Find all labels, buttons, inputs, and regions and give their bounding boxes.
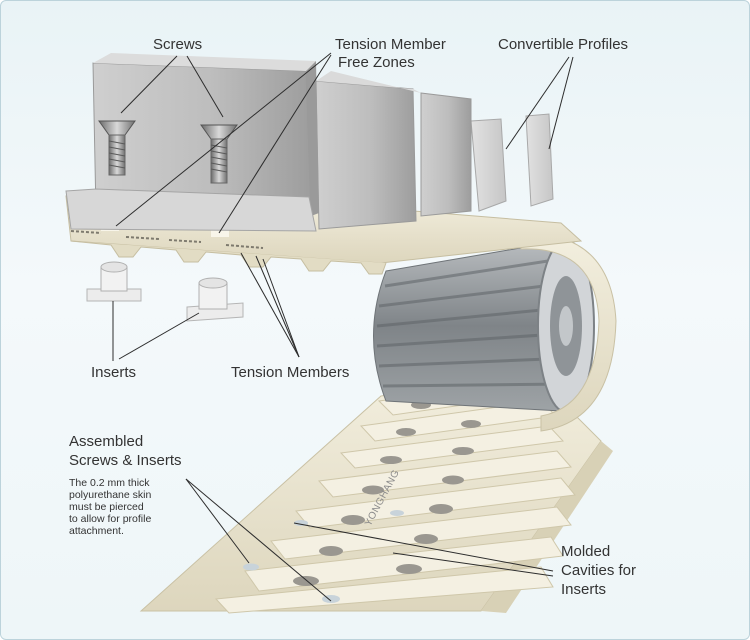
label-assembled-line1: Assembled — [69, 432, 143, 451]
note-line4: to allow for profile — [69, 513, 151, 526]
insert-left — [87, 262, 141, 301]
label-molded-line3: Inserts — [561, 580, 606, 599]
label-tension-member-line1: Tension Member — [335, 35, 446, 54]
note-line3: must be pierced — [69, 501, 144, 514]
label-assembled-line2: Screws & Inserts — [69, 451, 182, 470]
label-inserts: Inserts — [91, 363, 136, 382]
note-line2: polyurethane skin — [69, 489, 151, 502]
note-line1: The 0.2 mm thick — [69, 477, 150, 490]
label-tension-members: Tension Members — [231, 363, 349, 382]
label-tension-member-line2: Free Zones — [338, 53, 415, 72]
note-line5: attachment. — [69, 525, 124, 538]
pulley — [374, 240, 595, 412]
label-screws: Screws — [153, 35, 202, 54]
convertible-profile-blocks — [66, 53, 553, 231]
label-convertible-profiles: Convertible Profiles — [498, 35, 628, 54]
label-molded-line2: Cavities for — [561, 561, 636, 580]
label-molded-line1: Molded — [561, 542, 610, 561]
